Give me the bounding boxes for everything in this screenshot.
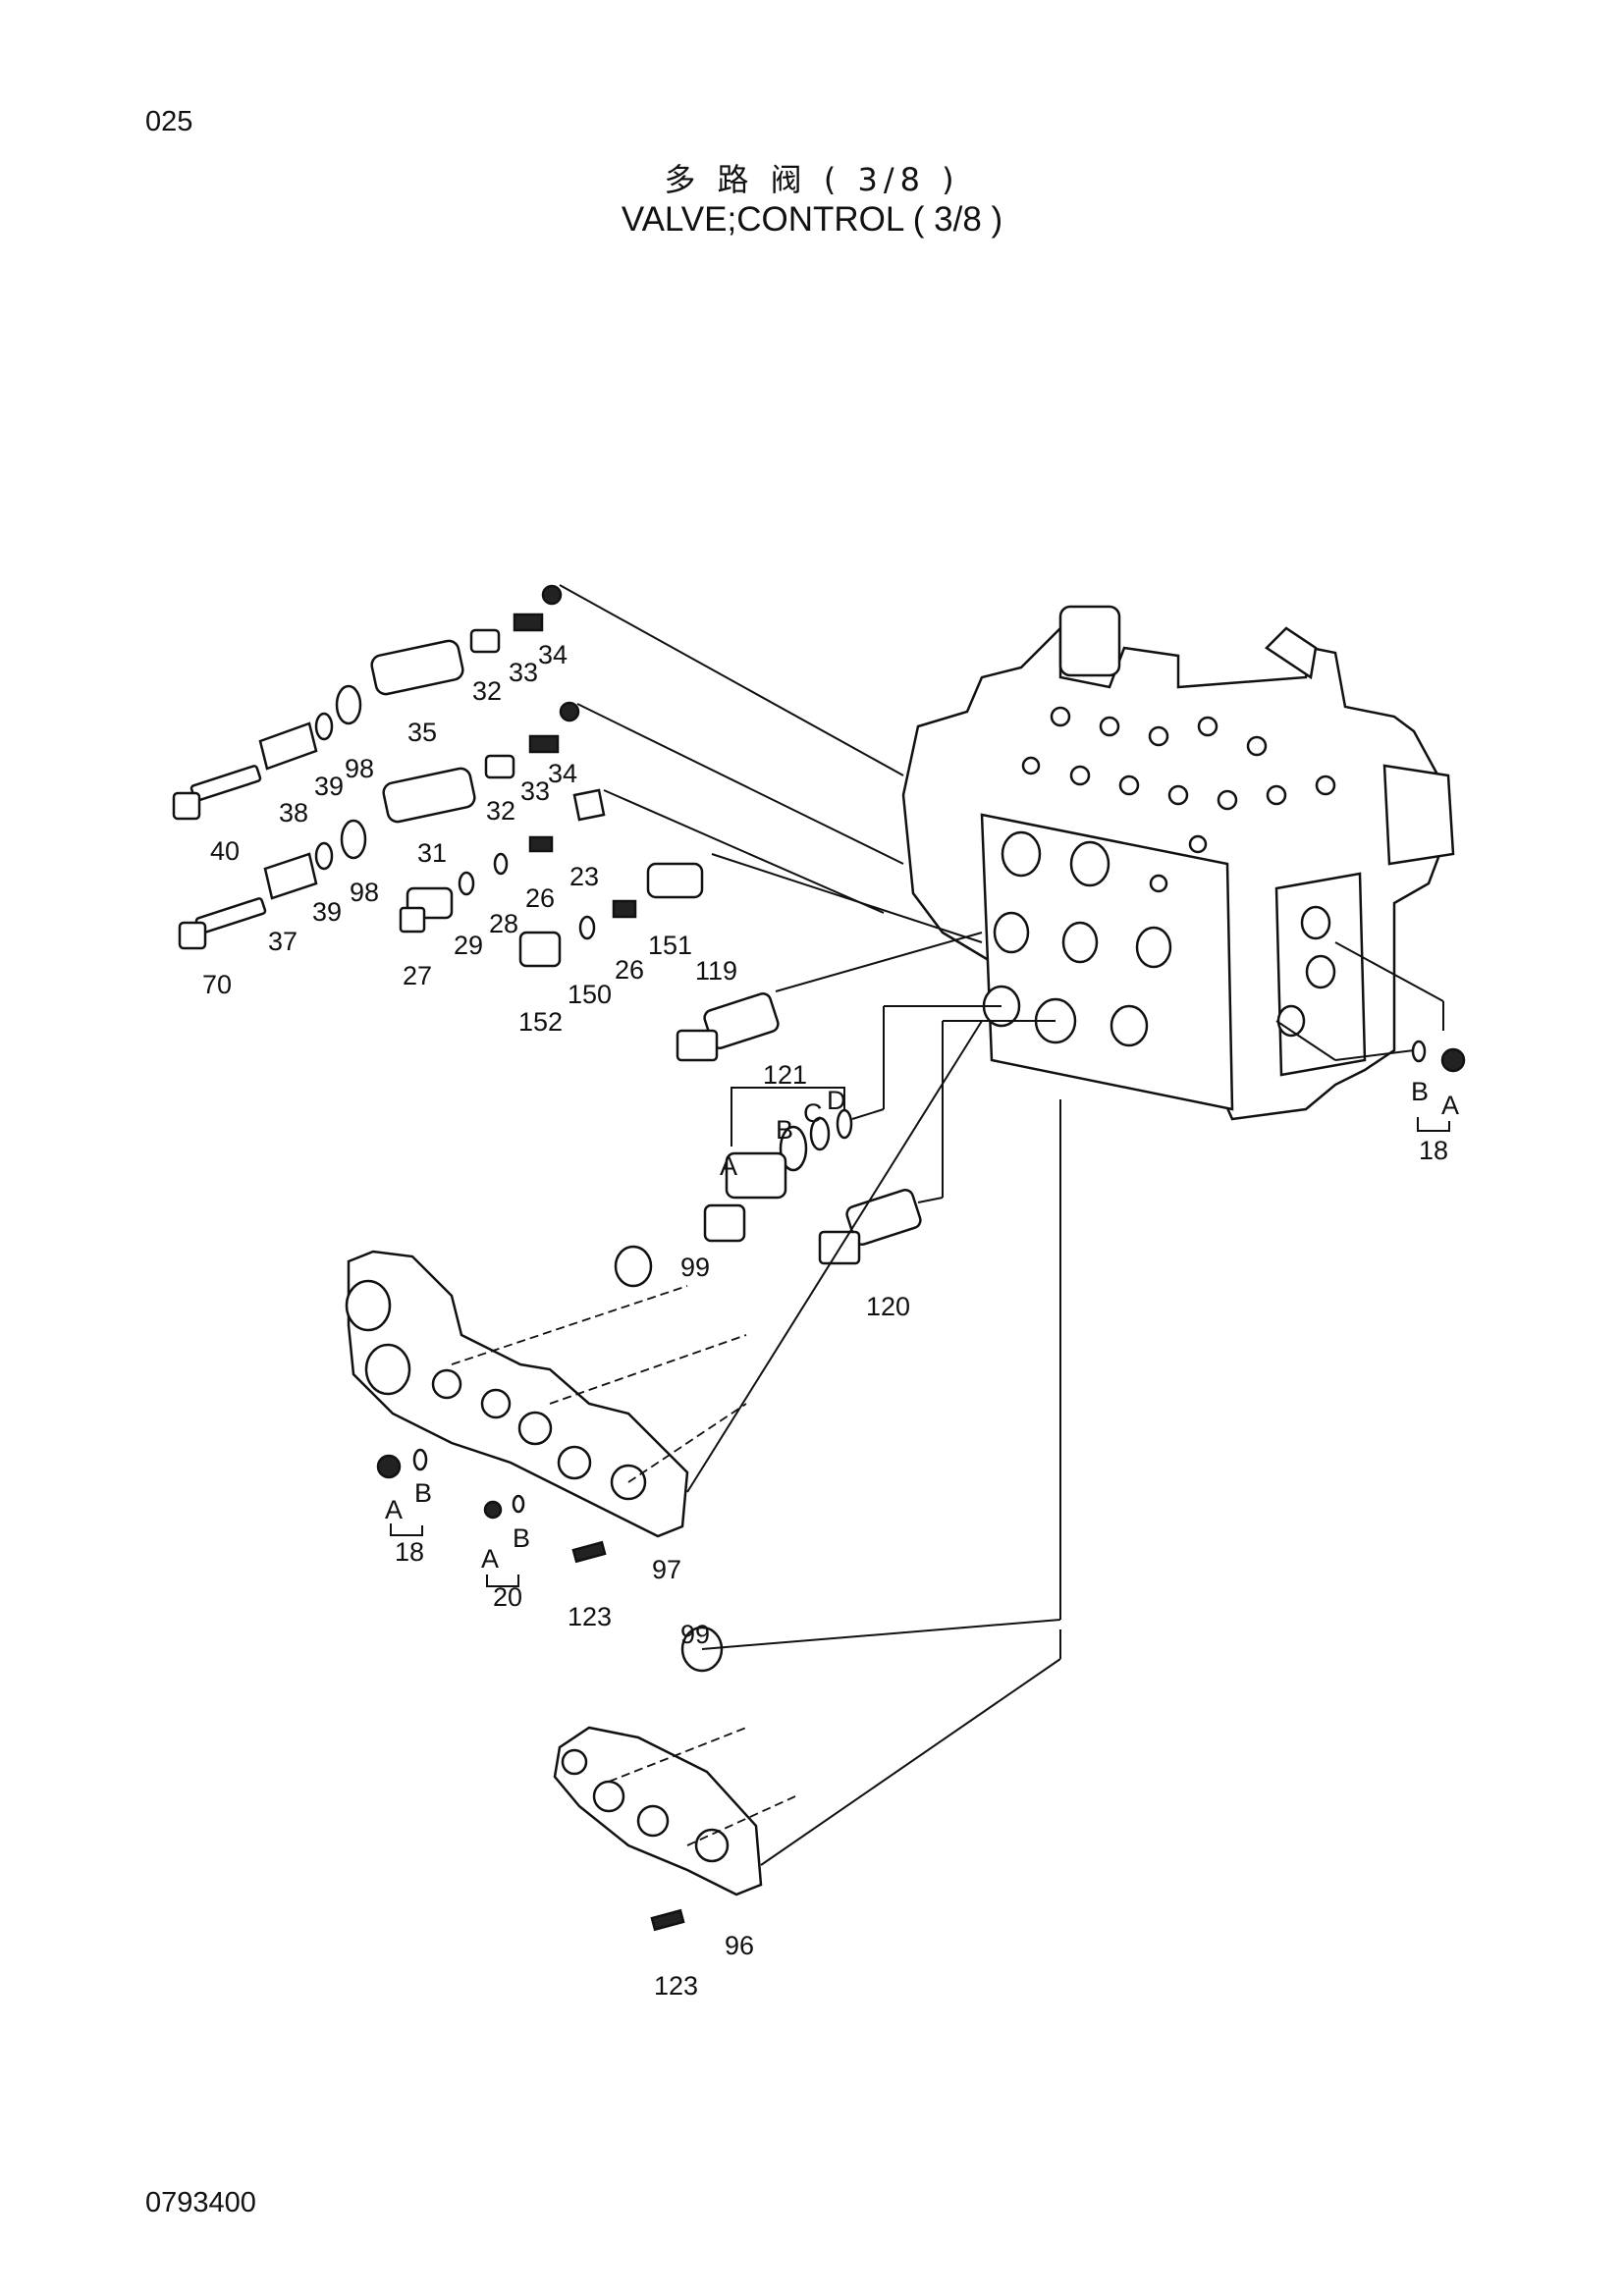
callout-label: 39 [312,897,342,927]
callout-label: 123 [654,1971,698,2001]
callout-label: 99 [680,1620,710,1649]
callout-label: A [481,1544,499,1574]
title-english: VALVE;CONTROL ( 3/8 ) [621,200,1003,239]
callout-label: 119 [695,956,737,986]
callout-label: 32 [486,796,515,826]
callout-label: B [776,1115,793,1145]
callout-label: 98 [345,754,374,783]
spool-assembly-31 [178,701,580,950]
title-chinese: 多 路 阀 ( 3/8 ) [664,161,960,198]
callout-label: C [803,1098,823,1128]
document-code: 0793400 [145,2187,256,2218]
callout-label: 32 [472,676,502,706]
callout-label: 152 [518,1007,563,1037]
plugs-and-seals [376,1040,1466,1932]
control-valve-body [901,605,1455,1121]
callout-label: 99 [680,1253,710,1282]
callout-label: 98 [350,878,379,907]
callout-label: 18 [395,1537,424,1567]
group-brackets [390,1087,1450,1587]
callout-label: 96 [725,1931,754,1960]
cover-97 [345,1250,689,1538]
callout-label: 123 [568,1602,612,1631]
callout-label: 35 [407,718,437,747]
check-valve-121 [703,1108,853,1243]
callout-label: 34 [538,640,568,669]
spool-assembly-27 [399,788,704,968]
callout-label: 39 [314,772,344,801]
callout-label: 31 [417,838,447,868]
callout-label: D [827,1086,846,1115]
relief-valve-119 [676,991,780,1062]
callout-label: 28 [489,909,518,938]
callout-label: 97 [652,1555,681,1584]
callout-label: 121 [763,1060,807,1090]
leader-lines [451,584,1444,1866]
callout-label: 33 [520,776,550,806]
callout-label: 37 [268,927,298,956]
callout-label: B [1411,1077,1429,1106]
callout-label: 150 [568,980,612,1009]
callout-label: 33 [509,658,538,687]
callout-label: 27 [403,961,432,990]
callout-label: 29 [454,931,483,960]
callout-label: 26 [615,955,644,985]
callout-label: 23 [569,862,599,891]
callout-labels: 34 33 32 35 98 39 38 40 34 33 32 31 98 3… [202,640,1459,2001]
callout-label: A [385,1495,403,1524]
callout-label: A [720,1151,737,1181]
callout-label: B [414,1478,432,1508]
callout-label: 151 [648,931,692,960]
cover-96 [553,1726,763,1896]
page-number: 025 [145,106,193,137]
spool-assembly-35 [172,584,563,821]
callout-label: 40 [210,836,240,866]
callout-label: 120 [866,1292,910,1321]
callout-label: 26 [525,883,555,913]
callout-label: 18 [1419,1136,1448,1165]
callout-label: 38 [279,798,308,828]
callout-label: 34 [548,759,577,788]
callout-label: B [513,1523,530,1553]
callout-label: 70 [202,970,232,999]
callout-label: A [1441,1091,1459,1120]
